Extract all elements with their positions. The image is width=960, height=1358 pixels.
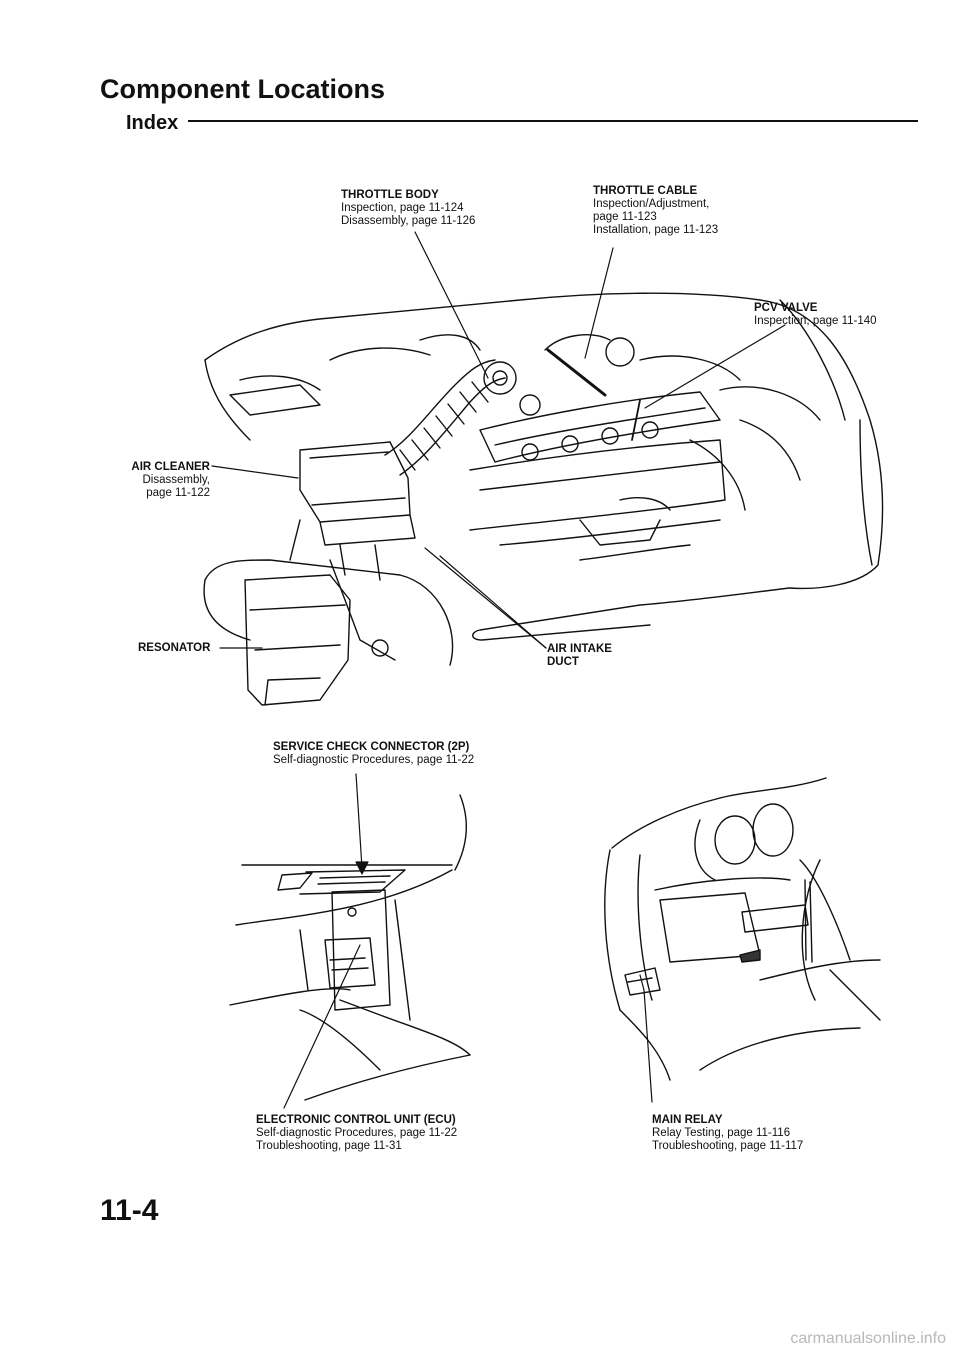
- air-cleaner-title: AIR CLEANER: [131, 461, 210, 473]
- throttle-cable-line: page 11-123: [593, 211, 657, 223]
- throttle-cable-callout: THROTTLE CABLE Inspection/Adjustment, pa…: [593, 185, 718, 237]
- main-relay-line: Relay Testing, page 11-116: [652, 1127, 791, 1139]
- engine-leaders: [212, 232, 785, 648]
- main-relay-location-drawing: [605, 778, 880, 1080]
- throttle-body-line: Disassembly, page 11-126: [341, 215, 476, 227]
- pcv-valve-line: Inspection, page 11-140: [754, 315, 877, 327]
- page-number: 11-4: [100, 1194, 159, 1227]
- air-cleaner-callout: AIR CLEANER Disassembly, page 11-122: [100, 461, 210, 500]
- throttle-body-title: THROTTLE BODY: [341, 189, 439, 201]
- resonator-callout: RESONATOR: [138, 642, 210, 655]
- ecu-location-drawing: [230, 795, 470, 1100]
- main-relay-leaders: [640, 975, 652, 1102]
- section-heading: Index: [126, 112, 179, 134]
- service-check-connector-callout: SERVICE CHECK CONNECTOR (2P) Self-diagno…: [273, 741, 474, 767]
- ecu-callout: ELECTRONIC CONTROL UNIT (ECU) Self-diagn…: [256, 1114, 457, 1153]
- air-intake-duct-callout: AIR INTAKE DUCT: [547, 643, 612, 669]
- section-rule: [188, 120, 918, 122]
- throttle-cable-title: THROTTLE CABLE: [593, 185, 698, 197]
- main-relay-title: MAIN RELAY: [652, 1114, 723, 1126]
- air-intake-duct-title: AIR INTAKE: [547, 643, 612, 655]
- throttle-cable-line: Inspection/Adjustment,: [593, 198, 710, 210]
- ecu-leaders: [284, 774, 368, 1108]
- engine-bay-drawing: [204, 293, 882, 705]
- pcv-valve-title: PCV VALVE: [754, 302, 818, 314]
- main-relay-line: Troubleshooting, page 11-117: [652, 1140, 804, 1152]
- service-check-connector-line: Self-diagnostic Procedures, page 11-22: [273, 754, 475, 766]
- service-check-connector-title: SERVICE CHECK CONNECTOR (2P): [273, 741, 470, 753]
- pcv-valve-callout: PCV VALVE Inspection, page 11-140: [754, 302, 877, 328]
- resonator-title: RESONATOR: [138, 642, 211, 654]
- air-cleaner-line: Disassembly,: [142, 474, 210, 486]
- watermark: carmanualsonline.info: [790, 1330, 946, 1347]
- page-title: Component Locations: [100, 74, 385, 104]
- throttle-body-callout: THROTTLE BODY Inspection, page 11-124 Di…: [341, 189, 475, 228]
- ecu-title: ELECTRONIC CONTROL UNIT (ECU): [256, 1114, 456, 1126]
- ecu-line: Self-diagnostic Procedures, page 11-22: [256, 1127, 458, 1139]
- ecu-line: Troubleshooting, page 11-31: [256, 1140, 402, 1152]
- main-relay-callout: MAIN RELAY Relay Testing, page 11-116 Tr…: [652, 1114, 803, 1153]
- air-cleaner-line: page 11-122: [146, 487, 210, 499]
- throttle-cable-line: Installation, page 11-123: [593, 224, 719, 236]
- air-intake-duct-title-2: DUCT: [547, 656, 579, 668]
- throttle-body-line: Inspection, page 11-124: [341, 202, 464, 214]
